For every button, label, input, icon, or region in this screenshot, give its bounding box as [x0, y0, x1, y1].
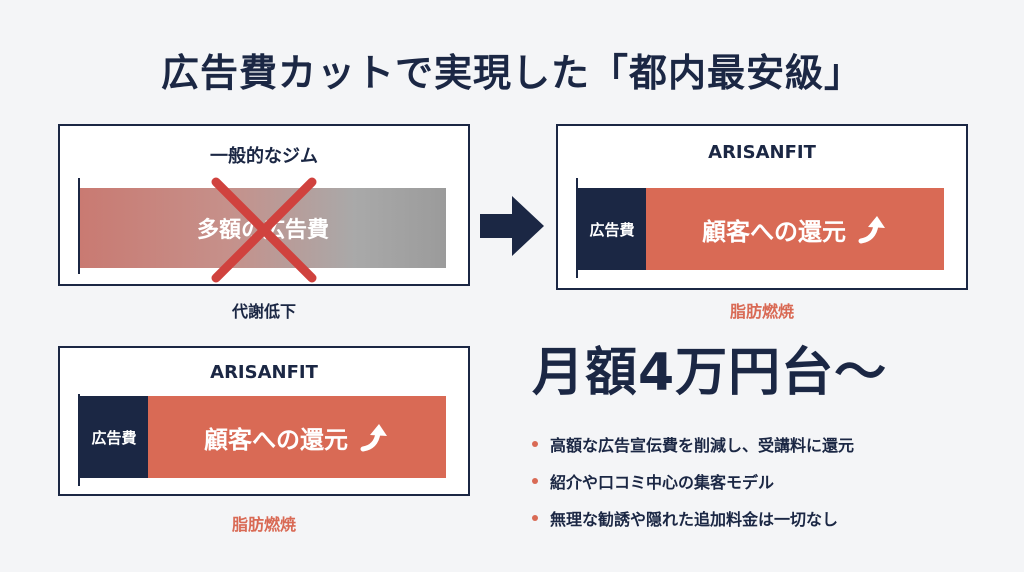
arisanfit-panel-top: ARISANFIT 広告費 顧客への還元	[556, 124, 968, 290]
monthly-price-headline: 月額4万円台〜	[532, 343, 888, 403]
typical-gym-caption: 代謝低下	[231, 302, 296, 321]
baseline-line	[576, 178, 578, 278]
bullet-dot-icon	[532, 514, 538, 521]
cross-mark-icon	[211, 177, 317, 283]
ad-cost-box: 広告費	[80, 396, 148, 478]
arisanfit-bottom-caption: 脂肪燃焼	[231, 515, 296, 534]
up-curve-arrow-icon	[360, 424, 387, 452]
list-item: 紹介や口コミ中心の集客モデル	[532, 462, 1002, 499]
arisanfit-bottom-title: ARISANFIT	[210, 362, 318, 383]
arisanfit-top-title: ARISANFIT	[708, 142, 816, 163]
customer-return-label: 顧客への還元	[702, 217, 846, 246]
arisanfit-panel-bottom: ARISANFIT 広告費 顧客への還元	[58, 346, 470, 496]
baseline-line	[78, 178, 80, 274]
up-curve-arrow-icon	[858, 216, 885, 244]
list-item: 無理な勧誘や隠れた追加料金は一切なし	[532, 499, 1002, 536]
arisanfit-top-caption: 脂肪燃焼	[729, 302, 794, 321]
customer-return-label: 顧客への還元	[204, 425, 348, 454]
benefit-list: 高額な広告宣伝費を削減し、受講料に還元 紹介や口コミ中心の集客モデル 無理な勧誘…	[532, 425, 1002, 536]
typical-gym-title: 一般的なジム	[210, 146, 318, 167]
customer-return-bar: 顧客への還元	[148, 396, 446, 478]
customer-return-bar: 顧客への還元	[646, 188, 944, 270]
typical-gym-panel: 一般的なジム 多額の広告費	[58, 124, 470, 286]
list-item-text: 無理な勧誘や隠れた追加料金は一切なし	[550, 509, 839, 529]
bullet-dot-icon	[532, 440, 538, 447]
right-arrow-icon	[480, 196, 544, 256]
list-item: 高額な広告宣伝費を削減し、受講料に還元	[532, 425, 1002, 462]
baseline-line	[78, 394, 80, 486]
list-item-text: 高額な広告宣伝費を削減し、受講料に還元	[550, 435, 855, 455]
page-title: 広告費カットで実現した「都内最安級」	[160, 51, 863, 95]
bullet-dot-icon	[532, 477, 538, 484]
list-item-text: 紹介や口コミ中心の集客モデル	[550, 472, 775, 492]
ad-cost-box: 広告費	[578, 188, 646, 270]
